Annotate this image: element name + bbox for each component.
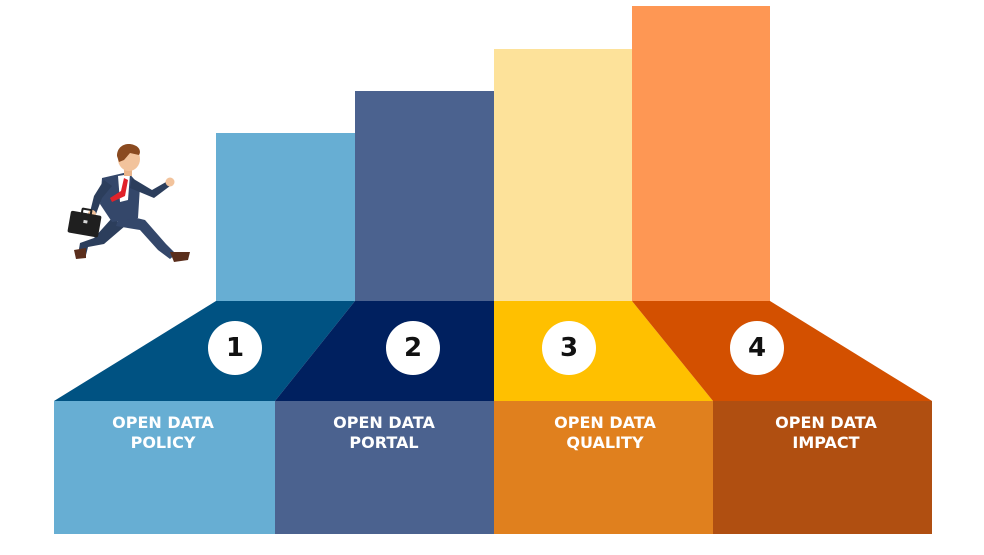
step-number-badge-2: 2 <box>386 321 440 375</box>
running-businessman-icon <box>67 144 190 262</box>
step-label-3: OPEN DATA QUALITY <box>495 413 715 453</box>
floor-1 <box>54 301 355 401</box>
pillar-4 <box>632 6 770 301</box>
step-label-1: OPEN DATA POLICY <box>53 413 273 453</box>
step-number-badge-4: 4 <box>730 321 784 375</box>
front-panel-3 <box>494 401 713 534</box>
step-label-3-line-2: QUALITY <box>566 433 644 452</box>
step-label-4-line-2: IMPACT <box>792 433 860 452</box>
step-label-2-line-2: PORTAL <box>349 433 419 452</box>
step-label-4: OPEN DATA IMPACT <box>716 413 936 453</box>
pillar-1 <box>216 133 355 301</box>
front-panel-4 <box>713 401 932 534</box>
step-number-badge-3: 3 <box>542 321 596 375</box>
front-panel-2 <box>275 401 494 534</box>
step-label-2: OPEN DATA PORTAL <box>274 413 494 453</box>
step-label-4-line-1: OPEN DATA <box>775 413 877 432</box>
step-label-1-line-1: OPEN DATA <box>112 413 214 432</box>
step-label-2-line-1: OPEN DATA <box>333 413 435 432</box>
floor-3 <box>494 301 713 401</box>
front-panel-1 <box>54 401 275 534</box>
step-label-3-line-1: OPEN DATA <box>554 413 656 432</box>
pillar-3 <box>494 49 632 301</box>
step-label-1-line-2: POLICY <box>130 433 196 452</box>
pillar-2 <box>355 91 494 301</box>
step-number-badge-1: 1 <box>208 321 262 375</box>
floor-2 <box>275 301 494 401</box>
